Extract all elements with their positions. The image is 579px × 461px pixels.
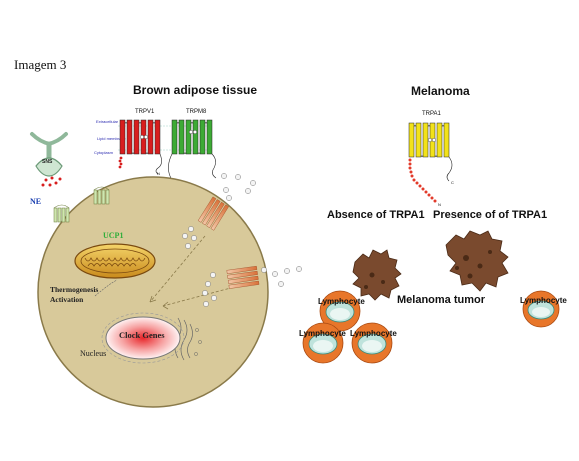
presence-trpa1-label: Presence of of TRPA1: [433, 209, 548, 221]
lipid-membrane-label: Lipid membrane: [97, 136, 126, 141]
trpv1-label: TRPV1: [135, 109, 155, 115]
brown-adipose-title: Brown adipose tissue: [133, 83, 258, 97]
sns-label: SNS: [42, 159, 53, 165]
lymphocyte-label-1: Lymphocyte: [318, 297, 365, 306]
tumor-absence-trpa1: [352, 249, 402, 301]
channel-lower: [226, 265, 260, 289]
lymphocyte-4: [522, 290, 560, 328]
trpa1-ankyrin-repeats: [408, 158, 437, 203]
adipocyte-cell: [37, 176, 269, 408]
nucleus: [101, 312, 185, 364]
trpv1-channel: [118, 119, 162, 175]
activation-label: Activation: [50, 295, 84, 304]
extracellular-label: Extracellular: [96, 119, 119, 124]
thermogenesis-label: Thermogenesis: [50, 285, 98, 294]
nucleus-label: Nucleus: [80, 349, 106, 358]
melanoma-title: Melanoma: [411, 84, 470, 98]
clock-genes-label: Clock Genes: [119, 330, 165, 340]
channel-upper: [197, 196, 229, 231]
trpa1-c-terminal: C: [451, 180, 454, 185]
figure-caption: Imagem 3: [14, 57, 67, 72]
trpa1-label: TRPA1: [422, 111, 442, 117]
trpa1-n-terminal: N: [438, 202, 441, 207]
mitochondrion: [74, 243, 156, 279]
cytoplasm-label: Cytoplasm: [94, 150, 114, 155]
melanoma-tumor-label: Melanoma tumor: [397, 294, 486, 306]
tumor-presence-trpa1: [445, 230, 509, 292]
sns-neuron: [30, 132, 68, 187]
trpv1-n-terminal: N: [157, 171, 160, 176]
lymphocyte-2: [302, 322, 344, 364]
lymphocyte-label-3: Lymphocyte: [350, 329, 397, 338]
lymphocyte-3: [351, 322, 393, 364]
ucp1-label: UCP1: [103, 231, 123, 240]
trpm8-label: TRPM8: [186, 109, 207, 115]
ligands-lower: [202, 266, 302, 307]
lymphocyte-label-4: Lymphocyte: [520, 296, 567, 305]
thermogenesis-arrow: [94, 279, 118, 297]
trpm8-channel: [167, 119, 217, 191]
lower-signal-arrow: [162, 285, 239, 307]
absence-trpa1-label: Absence of TRPA1: [327, 209, 425, 221]
trpa1-channel: [408, 122, 453, 182]
lymphocyte-label-2: Lymphocyte: [299, 329, 346, 338]
ne-label: NE: [30, 197, 41, 206]
receptor-left: [53, 204, 70, 223]
lymphocyte-1: [319, 290, 361, 332]
upper-signal-arrow: [149, 235, 206, 303]
ligands-upper: [182, 173, 256, 249]
receptor-right: [93, 186, 110, 205]
